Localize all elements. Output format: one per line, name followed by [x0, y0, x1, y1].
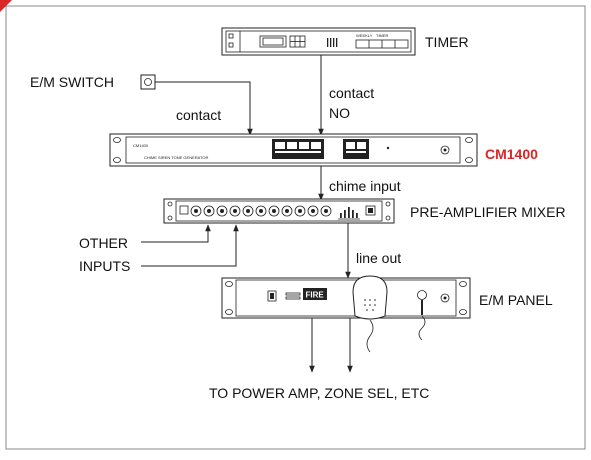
cm1400-label: CM1400	[485, 146, 538, 162]
em-switch-device	[140, 74, 156, 90]
em-switch-wire	[155, 81, 253, 136]
outputs-label: TO POWER AMP, ZONE SEL, ETC	[209, 385, 429, 401]
no-label: NO	[329, 105, 350, 121]
other-inputs-wire-1	[141, 224, 211, 243]
diagram-frame	[5, 5, 586, 450]
pre-amplifier-mixer-device	[163, 198, 395, 224]
timer-timer-mark: TIMER	[376, 33, 389, 38]
chime-input-label: chime input	[329, 178, 401, 194]
timer-weekly-mark: WEEKLY	[356, 33, 373, 38]
panel-fire-mark: FIRE	[306, 291, 325, 300]
cm1400-model-mark: CM1400	[133, 143, 149, 148]
timer-label: TIMER	[425, 34, 469, 50]
cm1400-device: CM1400 CHIME SIREN TONE GENERATOR	[109, 133, 478, 167]
corner-marker	[0, 0, 12, 12]
other-label: OTHER	[79, 235, 128, 251]
line-out-label: line out	[356, 250, 401, 266]
inputs-label: INPUTS	[79, 258, 130, 274]
em-panel-device: FIRE	[221, 275, 471, 353]
em-panel-label: E/M PANEL	[479, 292, 553, 308]
contact-left-label: contact	[176, 107, 221, 123]
weekly-timer-device: WEEKLY TIMER	[221, 27, 416, 56]
contact-right-label: contact	[329, 85, 374, 101]
other-inputs-wire-2	[141, 224, 239, 267]
cm1400-caption-mark: CHIME SIREN TONE GENERATOR	[144, 155, 208, 160]
em-switch-label: E/M SWITCH	[30, 74, 114, 90]
pre-amp-label: PRE-AMPLIFIER MIXER	[410, 204, 566, 220]
